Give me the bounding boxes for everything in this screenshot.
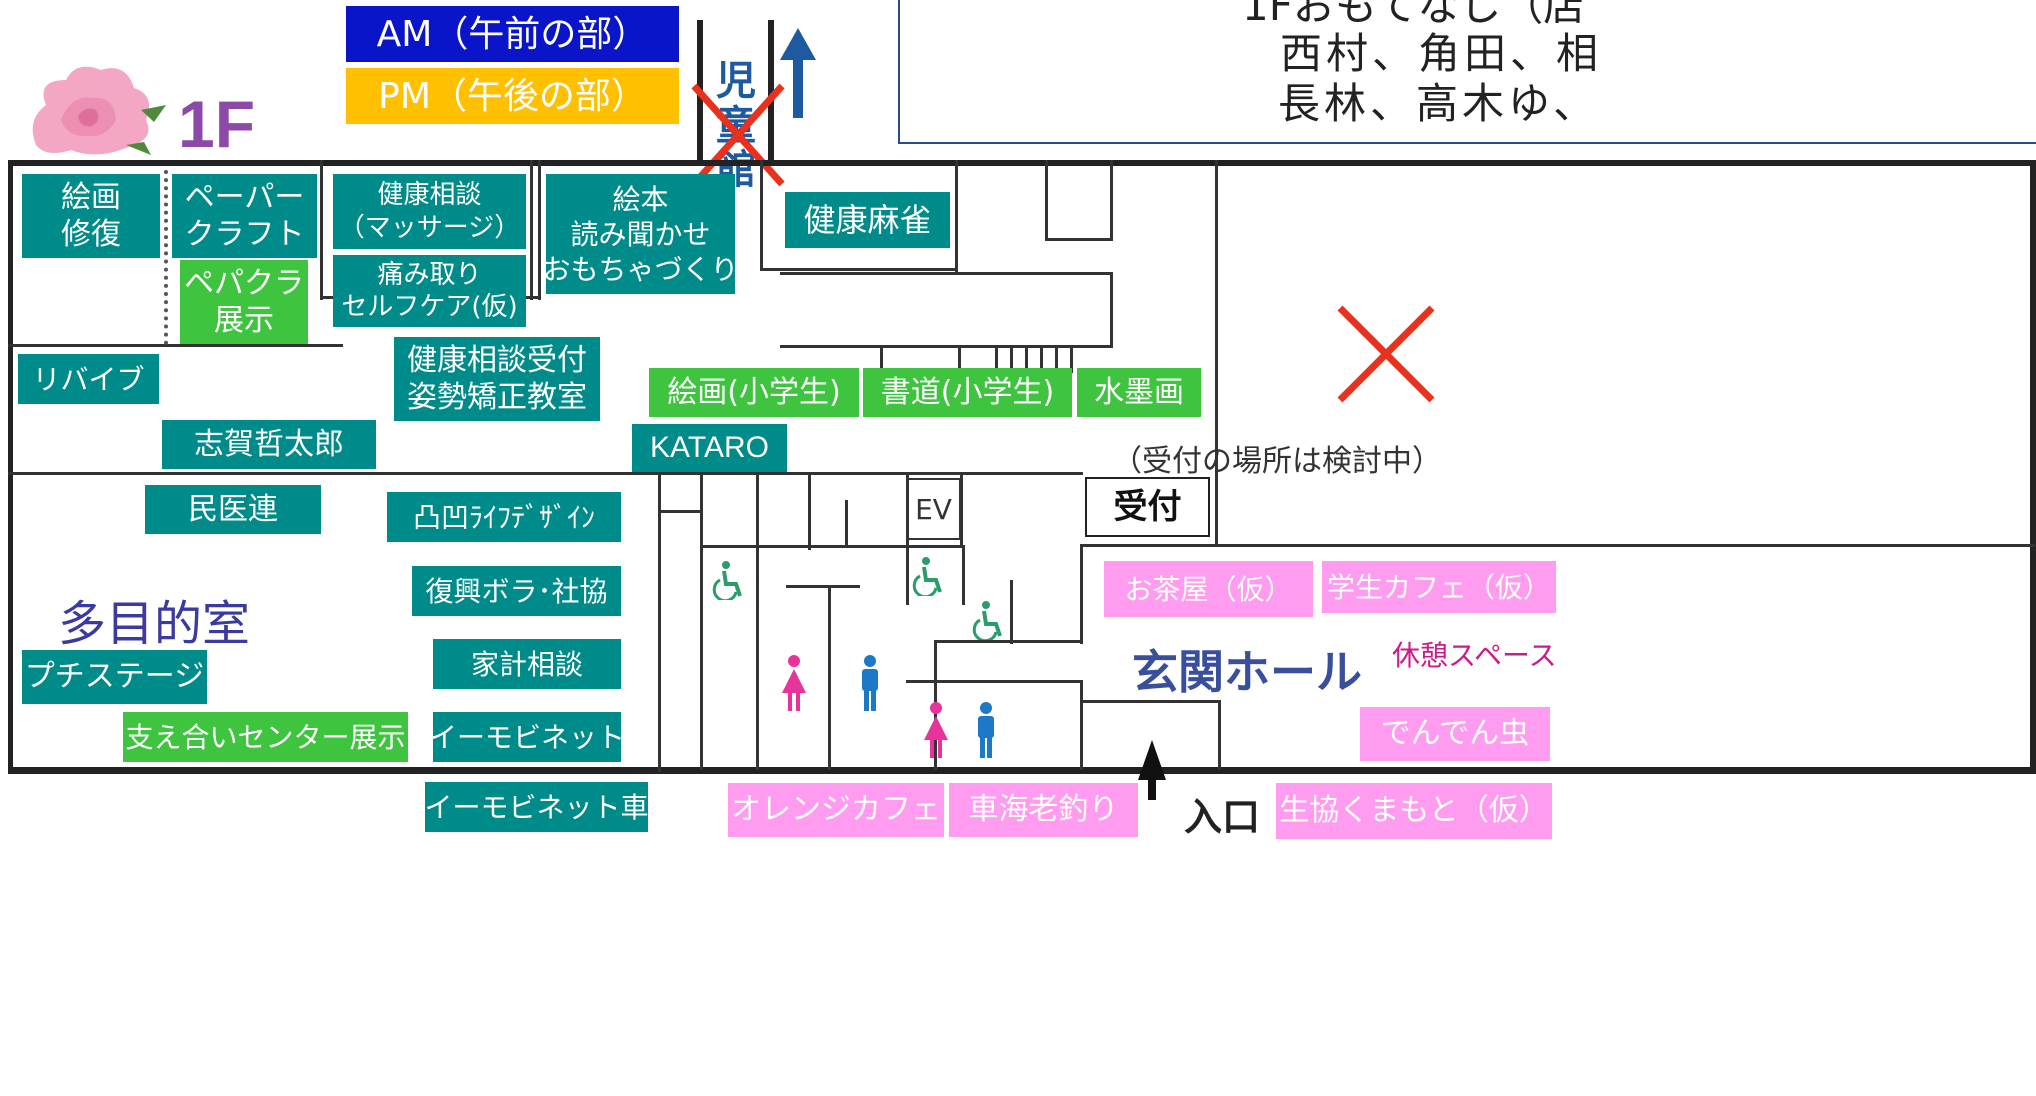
booth-kaiga-shougakusei: 絵画(小学生) <box>649 368 859 417</box>
staff-info-box: 1Fおもてなし（店 西村、角田、相 長林、高木ゆ、 <box>898 0 2036 144</box>
booth-denden: でんでん虫 <box>1360 707 1550 761</box>
booth-emobi: イーモビネット <box>429 712 625 762</box>
info-line-2: 西村、角田、相 <box>1280 29 1603 78</box>
male-restroom-icon <box>972 702 1000 758</box>
room-multipurpose: 多目的室 <box>58 596 251 652</box>
booth-kaiga-shufuku: 絵画修復 <box>22 174 160 258</box>
reception-note: （受付の場所は検討中） <box>1112 444 1442 479</box>
pm-legend: PM（午後の部） <box>346 68 679 124</box>
booth-seikyou: 生協くまもと（仮） <box>1276 783 1552 839</box>
wheelchair-icon <box>712 560 748 600</box>
booth-fukkou: 復興ボラ･社協 <box>412 566 621 616</box>
booth-sasaeai: 支え合いセンター展示 <box>123 712 408 762</box>
booth-shiga: 志賀哲太郎 <box>162 420 376 469</box>
cross-mark-icon <box>688 80 788 190</box>
booth-itami-tori: 痛み取りセルフケア(仮) <box>333 255 526 327</box>
up-arrow-icon <box>780 28 816 118</box>
floor-label: 1F <box>178 87 256 161</box>
female-restroom-icon <box>780 655 808 711</box>
info-line-1: 1Fおもてなし（店 <box>1242 0 1586 30</box>
booth-ochaya: お茶屋（仮） <box>1104 561 1313 617</box>
booth-minirenren: 民医連 <box>145 485 321 534</box>
booth-revive: リバイブ <box>18 354 159 404</box>
booth-kenko-mahjong: 健康麻雀 <box>785 192 950 248</box>
female-restroom-icon <box>922 702 950 758</box>
am-legend: AM（午前の部） <box>346 6 679 62</box>
reception-box: 受付 <box>1085 477 1210 537</box>
booth-gakusei-cafe: 学生カフェ（仮） <box>1322 561 1556 613</box>
booth-orange-cafe: オレンジカフェ <box>728 783 944 837</box>
booth-kataro: KATARO <box>632 424 787 472</box>
wheelchair-icon <box>912 556 948 596</box>
booth-emobi-car: イーモビネット車 <box>425 782 649 832</box>
booth-kenko-uketsuke: 健康相談受付姿勢矯正教室 <box>394 337 600 421</box>
male-restroom-icon <box>856 655 884 711</box>
booth-suibokuga: 水墨画 <box>1077 368 1201 417</box>
entrance-arrow-icon <box>1138 740 1166 800</box>
cross-mark-icon <box>1334 302 1438 406</box>
info-line-3: 長林、高木ゆ、 <box>1278 79 1600 128</box>
booth-pepakura: ペパクラ展示 <box>180 260 308 344</box>
booth-ehon: 絵本読み聞かせおもちゃづくり <box>543 174 739 294</box>
entrance-label: 入口 <box>1184 795 1261 839</box>
booth-kenko-soudan: 健康相談（マッサージ） <box>333 174 526 249</box>
booth-shodou: 書道(小学生) <box>863 368 1072 417</box>
booth-ebi-tsuri: 車海老釣り <box>949 783 1138 837</box>
booth-kakei: 家計相談 <box>433 639 621 689</box>
booth-dekoboko: 凸凹ﾗｲﾌﾃﾞｻﾞｲﾝ <box>387 492 621 542</box>
room-entrance-hall: 玄関ホール <box>1132 645 1362 699</box>
elevator-label: EV <box>906 478 961 540</box>
room-rest-space: 休憩スペース <box>1392 639 1557 672</box>
booth-paper-craft: ペーパークラフト <box>172 174 317 258</box>
peony-flower-icon <box>16 50 166 160</box>
booth-petit-stage: プチステージ <box>22 650 207 704</box>
wheelchair-icon <box>972 600 1008 640</box>
